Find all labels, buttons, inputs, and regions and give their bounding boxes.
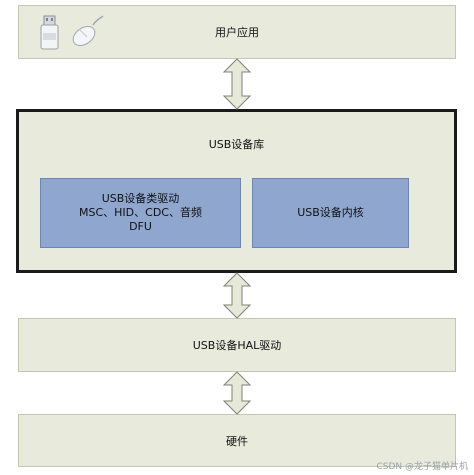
- hardware-layer: 硬件: [18, 414, 456, 467]
- watermark: CSDN @龙子猫单片机: [376, 462, 468, 472]
- usb-drive-icon: [40, 15, 59, 50]
- app-layer: 用户应用: [18, 5, 456, 59]
- usb-device-library-label: USB设备库: [208, 138, 265, 151]
- arrow-hal-hw: [222, 371, 252, 415]
- usb-class-driver-box: USB设备类驱动 MSC、HID、CDC、音频 DFU: [40, 178, 241, 248]
- hardware-label: 硬件: [226, 434, 248, 448]
- arrow-app-lib: [222, 58, 252, 110]
- usb-device-core-label: USB设备内核: [297, 206, 364, 219]
- class-driver-title: USB设备类驱动: [101, 192, 180, 205]
- app-layer-label: 用户应用: [215, 26, 259, 39]
- usb-mouse-icon: [72, 15, 104, 47]
- usb-hal-driver-label: USB设备HAL驱动: [192, 339, 282, 352]
- usb-device-core-box: USB设备内核: [252, 178, 409, 248]
- class-driver-dfu: DFU: [129, 220, 152, 233]
- arrow-lib-hal: [222, 272, 252, 319]
- class-driver-list: MSC、HID、CDC、音频: [79, 206, 202, 219]
